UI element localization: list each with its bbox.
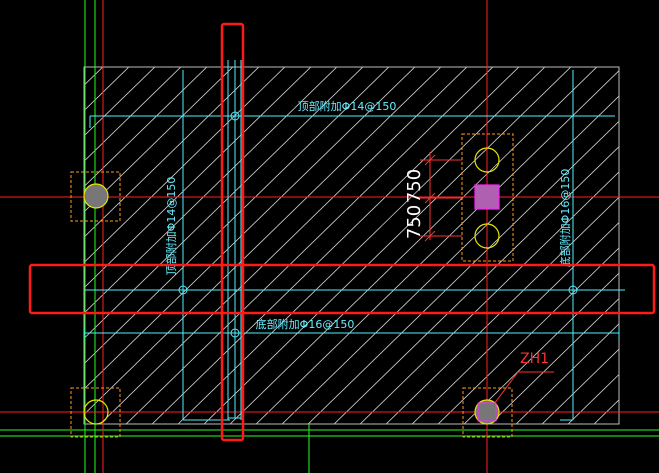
dimension-upper-label: 750: [404, 169, 425, 203]
hatch-line: [84, 67, 416, 390]
hatch-line: [541, 348, 619, 424]
hatch-line: [99, 67, 468, 424]
pile-right-lower[interactable]: [462, 387, 513, 438]
hatch-line: [84, 67, 364, 340]
pile-circle: [474, 399, 500, 425]
column-square: [474, 184, 500, 210]
bottom-rebar-x-label: 底部附加Φ16@150: [256, 317, 355, 331]
hatch-line: [229, 67, 598, 424]
pile-cap-outline: [70, 171, 121, 222]
highlight-box-vertical[interactable]: [220, 22, 245, 442]
rebar-markers: [178, 111, 578, 338]
pile-left-upper[interactable]: [70, 171, 121, 222]
hatch-line: [411, 222, 619, 424]
hatch-line: [84, 67, 390, 365]
hatch-line: [385, 196, 619, 424]
bottom-rebar-y-label: 底部附加Φ16@150: [558, 169, 572, 268]
pile-tag-label: ZH1: [520, 351, 549, 367]
dimension-lines: [420, 152, 462, 242]
pile-circle: [474, 147, 500, 173]
hatch-line: [84, 67, 312, 289]
slab-outline: [83, 66, 620, 425]
hatch-line: [84, 67, 338, 314]
hatch-line: [333, 146, 619, 424]
top-rebar-x-label: 顶部附加Φ14@150: [298, 99, 397, 113]
hatch-line: [489, 297, 619, 424]
top-rebar-y-label: 顶部附加Φ14@150: [164, 177, 178, 276]
pile-circle: [474, 223, 500, 249]
hatch-line: [84, 67, 156, 137]
hatch-line: [359, 171, 619, 424]
hatch-line: [203, 67, 572, 424]
hatch-line: [84, 67, 208, 188]
hatch-line: [281, 95, 619, 424]
pile-circle: [83, 399, 109, 425]
hatch-line: [84, 67, 286, 264]
hatch-line: [151, 67, 520, 424]
hatch-line: [84, 67, 442, 415]
pile-circle: [83, 183, 109, 209]
highlight-box-horizontal[interactable]: [28, 263, 656, 315]
hatch-line: [84, 67, 182, 162]
hatch-line: [463, 272, 619, 424]
column-outline: [477, 402, 497, 422]
pile-left-lower[interactable]: [70, 387, 121, 438]
dimension-lower-label: 750: [404, 205, 425, 239]
pile-tag-leader: [493, 371, 554, 405]
pile-cap-outline: [70, 387, 121, 438]
hatch-line: [437, 247, 619, 424]
hatch-line: [84, 67, 234, 213]
pile-cap-outline: [462, 387, 513, 438]
hatch-line: [255, 70, 619, 424]
hatch-line: [84, 67, 260, 238]
